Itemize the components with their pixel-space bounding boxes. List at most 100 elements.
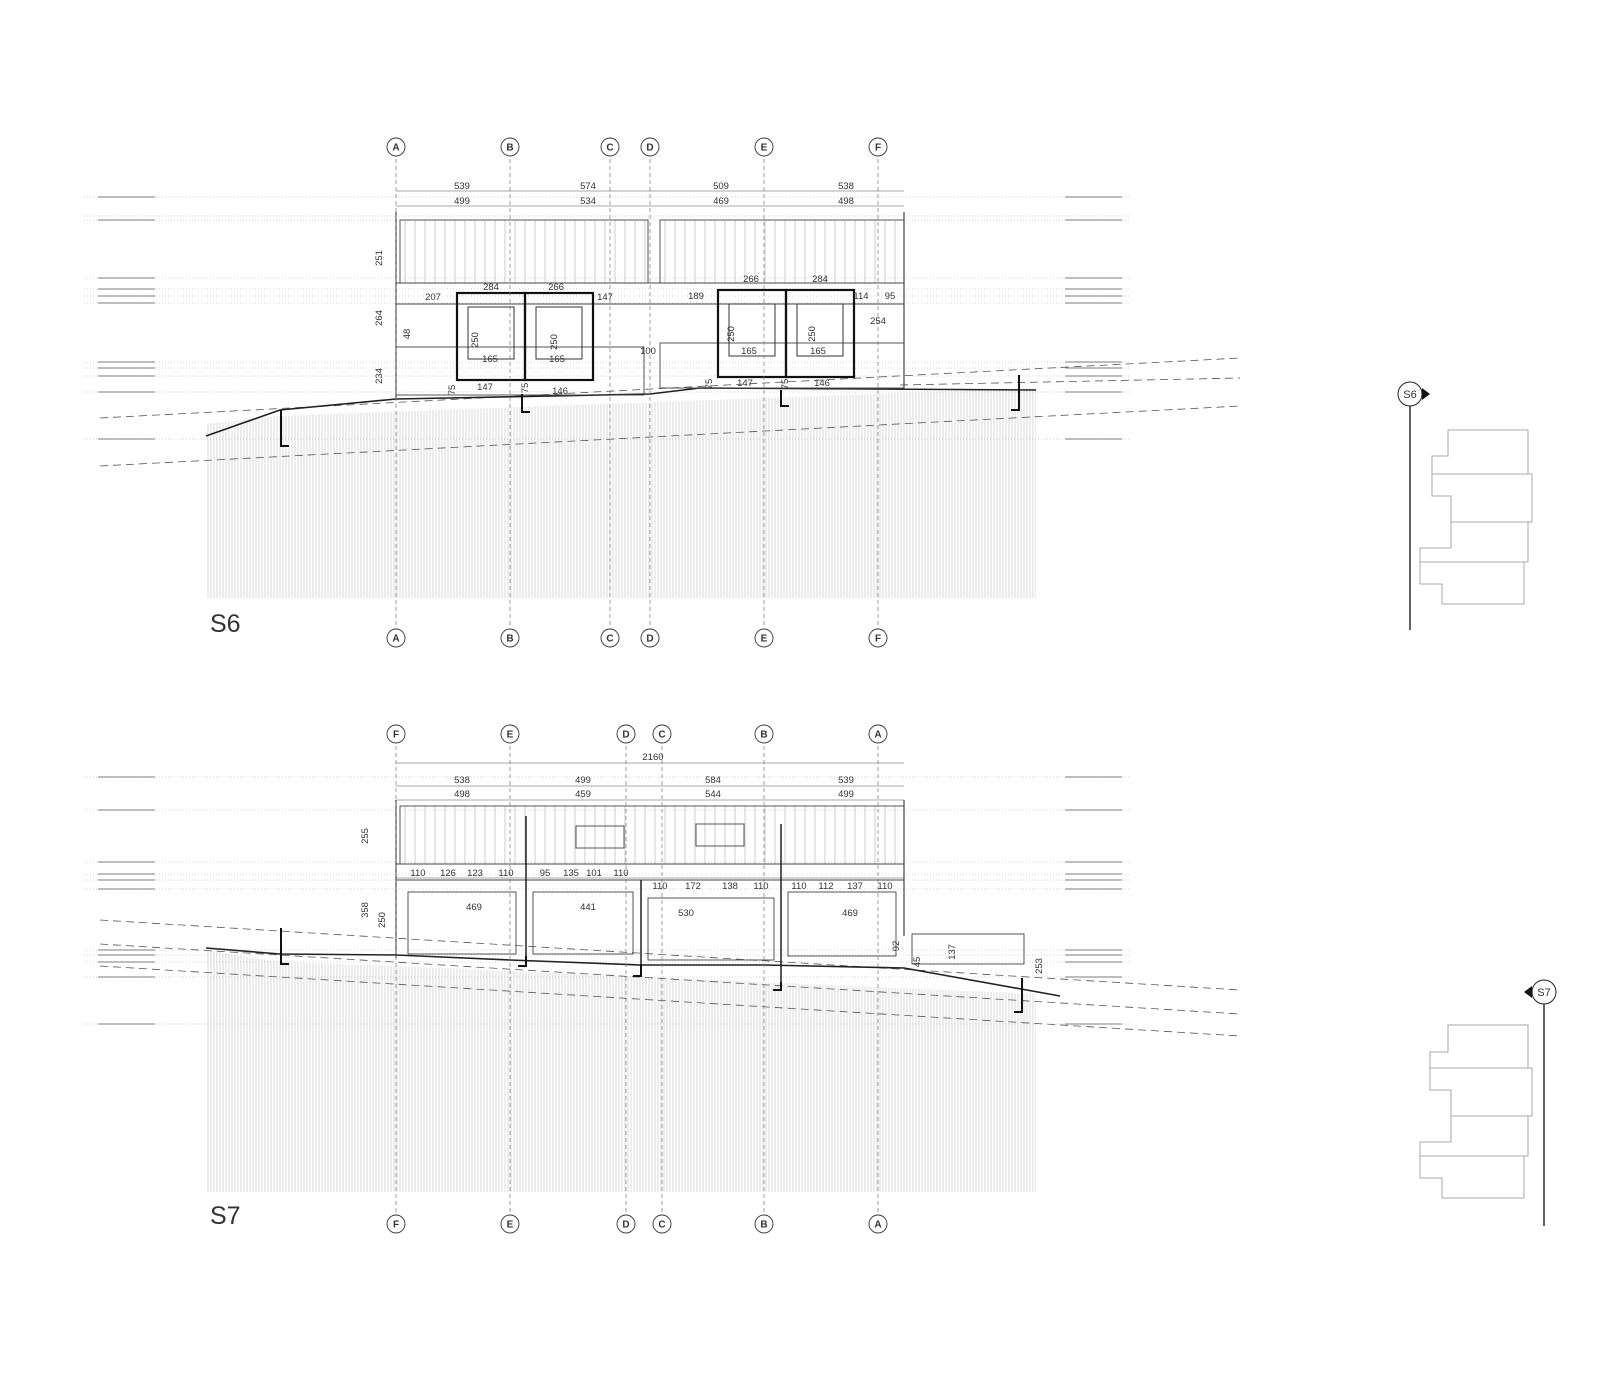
grid-axis-label: E xyxy=(507,730,514,741)
piers-s7 xyxy=(280,928,1023,1013)
section-marker-label: S7 xyxy=(1537,987,1550,999)
dim-label: 147 xyxy=(477,382,493,393)
dim-label: 264 xyxy=(374,310,385,326)
grid-axis-bubble xyxy=(386,137,406,157)
dim-label: 146 xyxy=(552,386,568,397)
dim-label: 146 xyxy=(814,378,830,389)
dim-label: 110 xyxy=(498,868,513,879)
dim-label: 499 xyxy=(454,196,470,207)
grid-axis-label: D xyxy=(646,634,653,645)
dim-label: 123 xyxy=(467,868,483,879)
terrain-dashed-s6 xyxy=(99,357,1241,467)
grid-axis-label: D xyxy=(622,730,629,741)
grid-axis-label: F xyxy=(875,143,881,154)
dim-label: 112 xyxy=(818,881,833,892)
dim-label: 459 xyxy=(575,789,591,800)
section-title-s6: S6 xyxy=(210,610,241,638)
dims-h-s6: 207 284 266 147 189 266 284 114 95 254 1… xyxy=(425,274,895,397)
grid-axis-label: C xyxy=(606,143,613,154)
grid-axis-bubble xyxy=(652,1214,672,1234)
dim-label: 172 xyxy=(685,881,701,892)
dim-label: 101 xyxy=(586,868,602,879)
dim-label: 75 xyxy=(447,385,458,396)
grid-axis-bubble xyxy=(754,628,774,648)
dim-label: 189 xyxy=(688,291,704,302)
grid-axis-bubble xyxy=(868,628,888,648)
grid-axis-label: B xyxy=(506,634,513,645)
dim-label: 584 xyxy=(705,775,721,786)
dim-label: 138 xyxy=(722,881,738,892)
dim-label: 2160 xyxy=(642,752,663,763)
dims-top1-s6: 539 574 509 538 xyxy=(454,181,854,192)
key-plan-s7 xyxy=(1419,1024,1533,1199)
grid-axis-bubble xyxy=(640,628,660,648)
window-boxes-s6 xyxy=(455,288,856,382)
dim-label: 284 xyxy=(483,282,499,293)
dim-label: 250 xyxy=(377,912,388,928)
dim-label: 75 xyxy=(520,383,531,394)
dim-label: 110 xyxy=(753,881,768,892)
ground-line-s7 xyxy=(205,947,1061,997)
dim-lines-s7 xyxy=(396,762,904,879)
dim-label: 538 xyxy=(454,775,470,786)
section-marker-label: S6 xyxy=(1403,389,1416,401)
dims-v-s7: 255 358 250 92 45 137 253 xyxy=(360,828,1045,974)
dim-label: 135 xyxy=(563,868,579,879)
grid-axis-label: B xyxy=(506,143,513,154)
dim-label: 114 xyxy=(853,291,868,302)
dim-label: 469 xyxy=(842,908,858,919)
dim-label: 254 xyxy=(870,316,886,327)
dim-label: 538 xyxy=(838,181,854,192)
grid-axis-label: C xyxy=(658,730,665,741)
grid-axis-label: A xyxy=(392,634,399,645)
dim-label: 110 xyxy=(791,881,806,892)
dim-label: 266 xyxy=(743,274,759,285)
dim-label: 110 xyxy=(877,881,892,892)
dim-label: 137 xyxy=(947,944,958,960)
dim-label: 110 xyxy=(652,881,667,892)
dim-label: 498 xyxy=(454,789,470,800)
grid-axis-label: F xyxy=(875,634,881,645)
dim-label: 251 xyxy=(374,250,385,266)
grid-axis-label: F xyxy=(393,730,399,741)
dim-label: 110 xyxy=(410,868,425,879)
dim-label: 110 xyxy=(613,868,628,879)
dim-label: 498 xyxy=(838,196,854,207)
dim-lines-s6 xyxy=(396,190,904,207)
dim-label: 165 xyxy=(810,346,826,357)
dim-label: 469 xyxy=(466,902,482,913)
dim-label: 75 xyxy=(780,379,791,390)
grid-axis-bubble xyxy=(640,137,660,157)
dim-label: 92 xyxy=(891,941,902,952)
dim-label: 165 xyxy=(482,354,498,365)
dim-label: 147 xyxy=(597,292,613,303)
dim-label: 234 xyxy=(374,368,385,384)
dim-label: 48 xyxy=(402,329,413,340)
grid-axis-label: E xyxy=(507,1220,514,1231)
section-marker-s6: S6 xyxy=(1397,381,1430,630)
dim-label: 530 xyxy=(678,908,694,919)
dim-label: 100 xyxy=(640,346,656,357)
dim-label: 539 xyxy=(454,181,470,192)
dim-label: 499 xyxy=(838,789,854,800)
building-s7 xyxy=(395,800,1025,982)
dim-label: 250 xyxy=(807,326,818,342)
dim-label: 509 xyxy=(713,181,729,192)
grid-axis-bubble xyxy=(616,724,636,744)
dim-label: 284 xyxy=(812,274,828,285)
dim-label: 539 xyxy=(838,775,854,786)
grid-axis-bubble xyxy=(386,628,406,648)
grid-axis-label: D xyxy=(646,143,653,154)
dim-label: 147 xyxy=(737,378,753,389)
level-tags-s7 xyxy=(98,776,1122,1025)
grid-axis-bubble xyxy=(754,724,774,744)
grid-axis-bubble xyxy=(600,137,620,157)
terrain-dashed-s7 xyxy=(99,919,1241,1037)
dim-label: 499 xyxy=(575,775,591,786)
dim-label: 441 xyxy=(580,902,596,913)
grid-axis-label: C xyxy=(658,1220,665,1231)
